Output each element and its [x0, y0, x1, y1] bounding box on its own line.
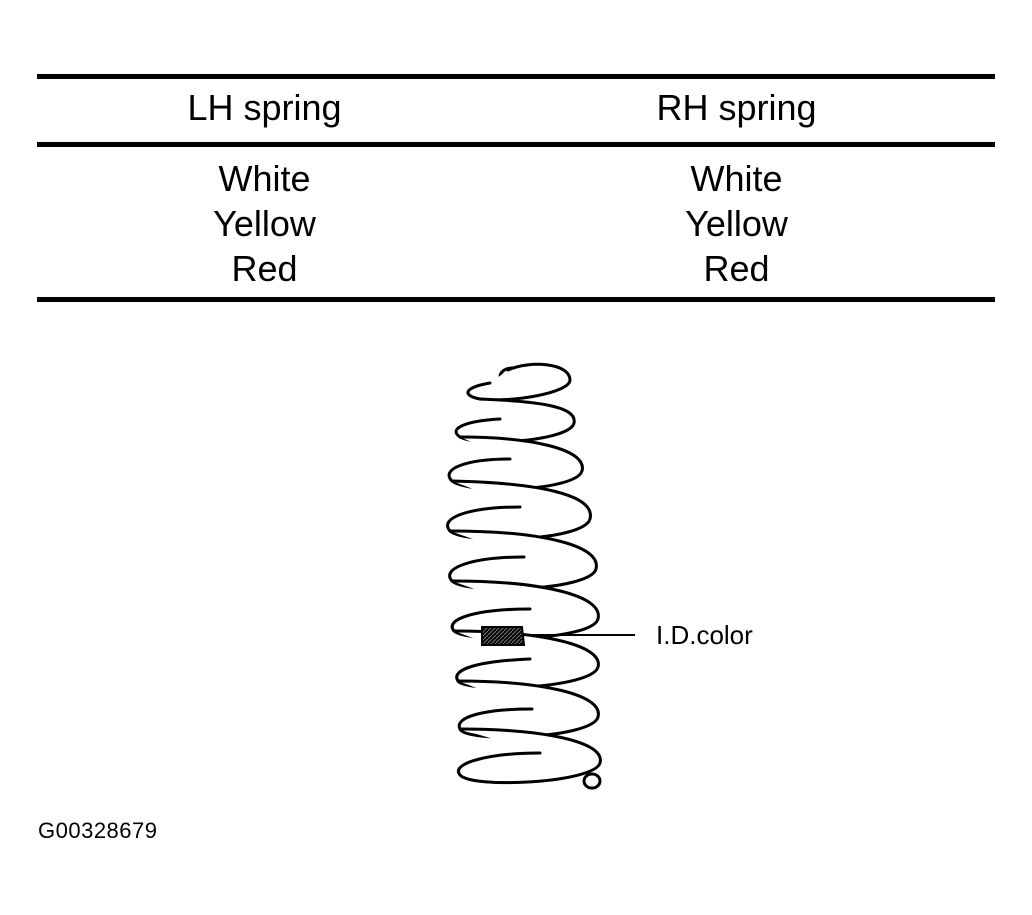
rh-spring-header: RH spring	[656, 87, 817, 128]
rh-color-red: Red	[703, 248, 770, 289]
spring-coil-6	[450, 579, 600, 640]
lh-spring-colors: White Yellow Red	[25, 156, 504, 291]
coil-spring-illustration: I.D.color	[446, 362, 753, 790]
rh-spring-colors: White Yellow Red	[497, 156, 976, 291]
rh-color-yellow: Yellow	[685, 203, 788, 244]
spring-coil-3	[447, 435, 584, 491]
spring-coil-9	[456, 727, 602, 785]
figure-code: G00328679	[38, 818, 158, 843]
spring-bottom-end	[582, 772, 602, 790]
spring-coil-1	[466, 362, 572, 402]
lh-color-red: Red	[231, 248, 298, 289]
lh-color-yellow: Yellow	[213, 203, 316, 244]
table-header-rule	[37, 142, 995, 147]
spring-coil-8	[456, 679, 600, 739]
id-color-label: I.D.color	[656, 620, 753, 650]
spring-coil-7	[452, 629, 600, 690]
lh-color-white: White	[218, 158, 311, 199]
rh-color-white: White	[690, 158, 783, 199]
spring-coil-4	[446, 479, 592, 541]
spring-coil-2	[454, 397, 576, 444]
lh-spring-header: LH spring	[187, 87, 342, 128]
table-bottom-rule	[37, 297, 995, 302]
id-color-band	[481, 626, 526, 646]
spring-coil-5	[448, 529, 598, 591]
table-top-rule	[37, 74, 995, 79]
